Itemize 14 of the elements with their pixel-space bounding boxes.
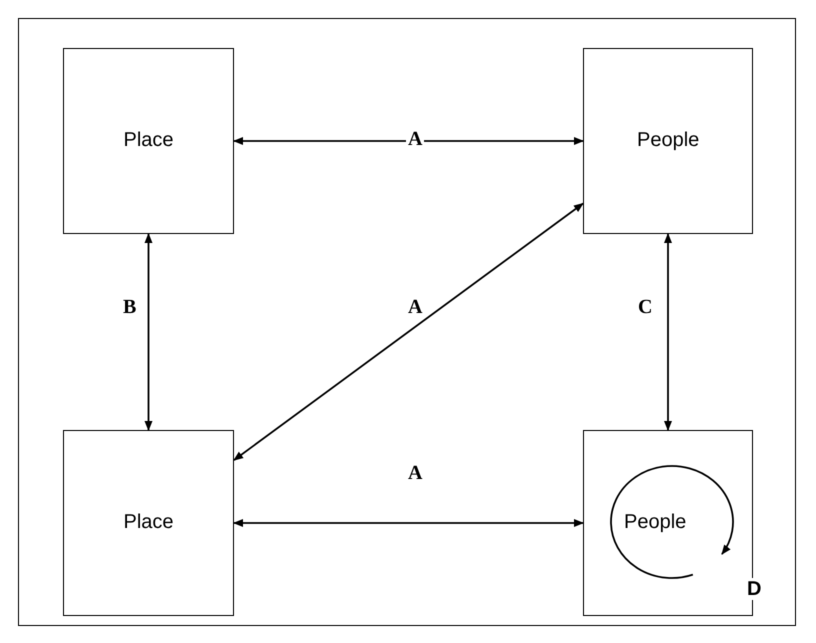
double-arrow — [144, 233, 152, 431]
box — [63, 430, 234, 616]
node-label: People — [624, 511, 686, 534]
node-label: People — [637, 128, 700, 152]
edge-label: D — [745, 578, 764, 600]
double-arrow — [233, 519, 584, 527]
node-label: Place — [124, 128, 174, 152]
double-arrow — [233, 137, 584, 145]
node-label: Place — [124, 510, 174, 534]
box — [63, 48, 234, 234]
double-arrow — [664, 233, 672, 431]
box — [583, 48, 753, 234]
circular-arrow — [610, 465, 734, 579]
double-arrow — [233, 202, 584, 461]
